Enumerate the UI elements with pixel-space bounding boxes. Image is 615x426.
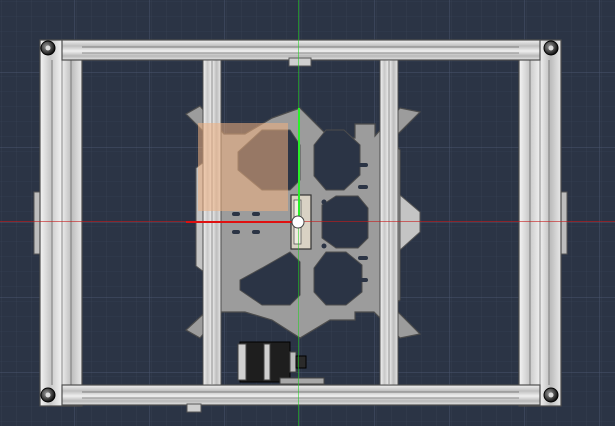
- left-side-tab: [33, 191, 41, 255]
- bolt-head-icon: [40, 40, 56, 56]
- bolt-head-icon: [40, 387, 56, 403]
- origin-marker-icon[interactable]: [291, 215, 305, 229]
- right-frame-rail[interactable]: [518, 39, 562, 407]
- bottom-frame-rail[interactable]: [61, 384, 541, 406]
- top-frame-rail[interactable]: [61, 39, 541, 61]
- bolt-head-icon: [543, 40, 559, 56]
- right-side-tab: [560, 191, 568, 255]
- right-bracket: [399, 193, 421, 252]
- top-clip: [288, 57, 312, 67]
- stepper-motor[interactable]: [237, 341, 325, 385]
- bottom-foot: [186, 403, 202, 413]
- selection-highlight: [198, 123, 288, 211]
- right-y-rail[interactable]: [379, 59, 399, 386]
- bolt-head-icon: [543, 387, 559, 403]
- left-frame-rail[interactable]: [39, 39, 83, 407]
